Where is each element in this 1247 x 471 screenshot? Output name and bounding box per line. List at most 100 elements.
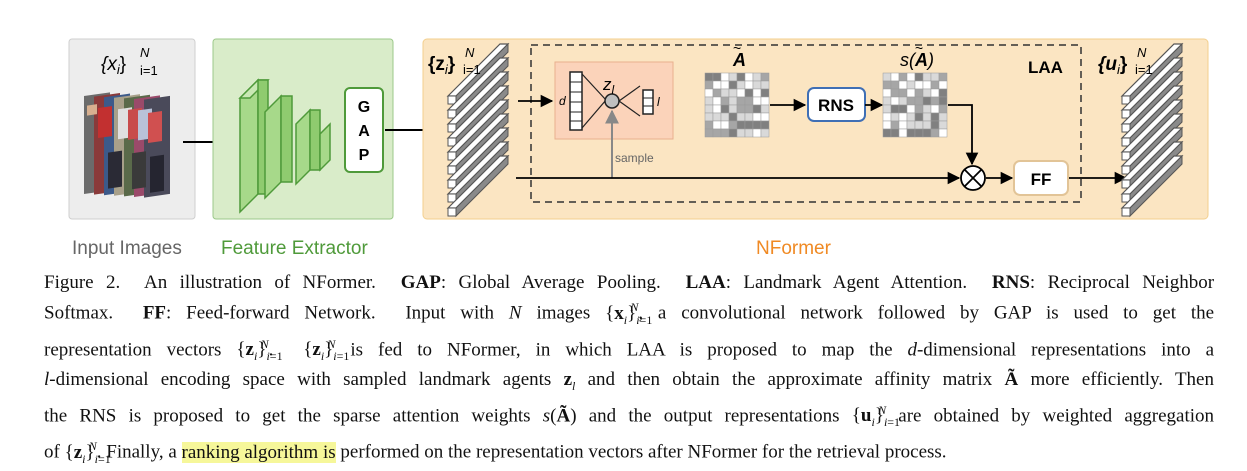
matrix-cell [744,128,754,138]
matrix-cell [898,96,908,106]
arrow-sa-multiply [948,104,979,166]
matrix-cell [752,72,762,82]
person-image-stack [84,92,170,198]
vector-slab-face [447,137,457,147]
vector-slab-face [1121,165,1131,175]
matrix-cell [914,80,924,90]
matrix-cell [752,104,762,114]
cnn-block-small [295,108,321,186]
matrix-cell [922,80,932,90]
vector-slab-face [447,165,457,175]
matrix-cell [938,112,948,122]
matrix-cell [704,128,714,138]
matrix-cell [890,88,900,98]
matrix-cell [704,80,714,90]
matrix-cell [704,72,714,82]
matrix-cell [890,112,900,122]
matrix-cell [890,80,900,90]
matrix-cell [906,128,916,138]
matrix-cell [760,112,770,122]
matrix-cell [712,96,722,106]
matrix-cell [712,72,722,82]
l-vector [642,89,654,115]
matrix-cell [736,96,746,106]
d-vector [569,71,583,131]
caption-line-6: of {zi}i=1N. Finally, a ranking algorith… [44,439,947,466]
matrix-cell [914,120,924,130]
matrix-cell [760,96,770,106]
nformer-panel [422,38,1209,220]
matrix-cell [728,128,738,138]
vector-slab-face [447,109,457,119]
matrix-cell [720,80,730,90]
vector-slab-face [1121,123,1131,133]
matrix-cell [736,104,746,114]
caption-line-4: l-dimensional encoding space with sample… [44,368,1214,393]
matrix-cell [882,104,892,114]
matrix-cell [728,80,738,90]
matrix-cell [914,72,924,82]
sample-label: sample [615,151,654,165]
rns-label: RNS [818,96,854,115]
affinity-matrix [704,72,770,138]
matrix-cell [938,96,948,106]
matrix-cell [930,72,940,82]
matrix-cell [898,88,908,98]
figure-caption: Figure 2. An illustration of NFormer. GA… [44,271,1214,471]
matrix-cell [906,104,916,114]
matrix-cell [890,96,900,106]
vector-slab-face [447,151,457,161]
matrix-cell [720,112,730,122]
matrix-cell [930,128,940,138]
matrix-cell [736,128,746,138]
matrix-cell [914,104,924,114]
matrix-cell [890,120,900,130]
gap-letter-g: G [358,99,370,116]
matrix-cell [720,72,730,82]
matrix-cell [736,88,746,98]
matrix-cell [728,112,738,122]
caption-line-1: Figure 2. An illustration of NFormer. GA… [44,272,1215,293]
z-set-sup: N [465,45,475,60]
matrix-cell [712,104,722,114]
matrix-cell [930,80,940,90]
matrix-cell [914,112,924,122]
matrix-cell [728,96,738,106]
matrix-cell [712,112,722,122]
matrix-cell [712,120,722,130]
highlighted-phrase: ranking algorithm is [181,441,336,463]
caption-line-5: the RNS is proposed to get the sparse at… [44,402,1215,429]
s-a-label: s(A) [900,50,934,70]
ff-label: FF [1031,170,1052,189]
matrix-cell [922,88,932,98]
caption-line-2: Softmax. FF: Feed-forward Network. Input… [44,300,1215,327]
matrix-cell [906,72,916,82]
vector-slab-face [1121,95,1131,105]
gap-letter-a: A [358,123,370,140]
matrix-cell [704,112,714,122]
vector-slab-face [1121,137,1131,147]
matrix-cell [922,72,932,82]
matrix-cell [914,88,924,98]
input-images-label: Input Images [72,238,182,259]
zl-label: zl [602,75,615,97]
matrix-cell [930,88,940,98]
matrix-cell [882,112,892,122]
matrix-cell [704,120,714,130]
matrix-cell [744,120,754,130]
matrix-cell [938,80,948,90]
matrix-cell [882,80,892,90]
matrix-cell [938,88,948,98]
dim-l-label: l [657,95,660,109]
vector-slab-face [447,207,457,217]
matrix-cell [736,72,746,82]
matrix-cell [720,128,730,138]
matrix-cell [882,128,892,138]
matrix-cell [752,88,762,98]
vector-slab-face [1121,207,1131,217]
z-set-label: {zi} [428,54,456,77]
matrix-cell [882,72,892,82]
matrix-cell [922,128,932,138]
matrix-cell [728,104,738,114]
vector-slab-face [447,95,457,105]
